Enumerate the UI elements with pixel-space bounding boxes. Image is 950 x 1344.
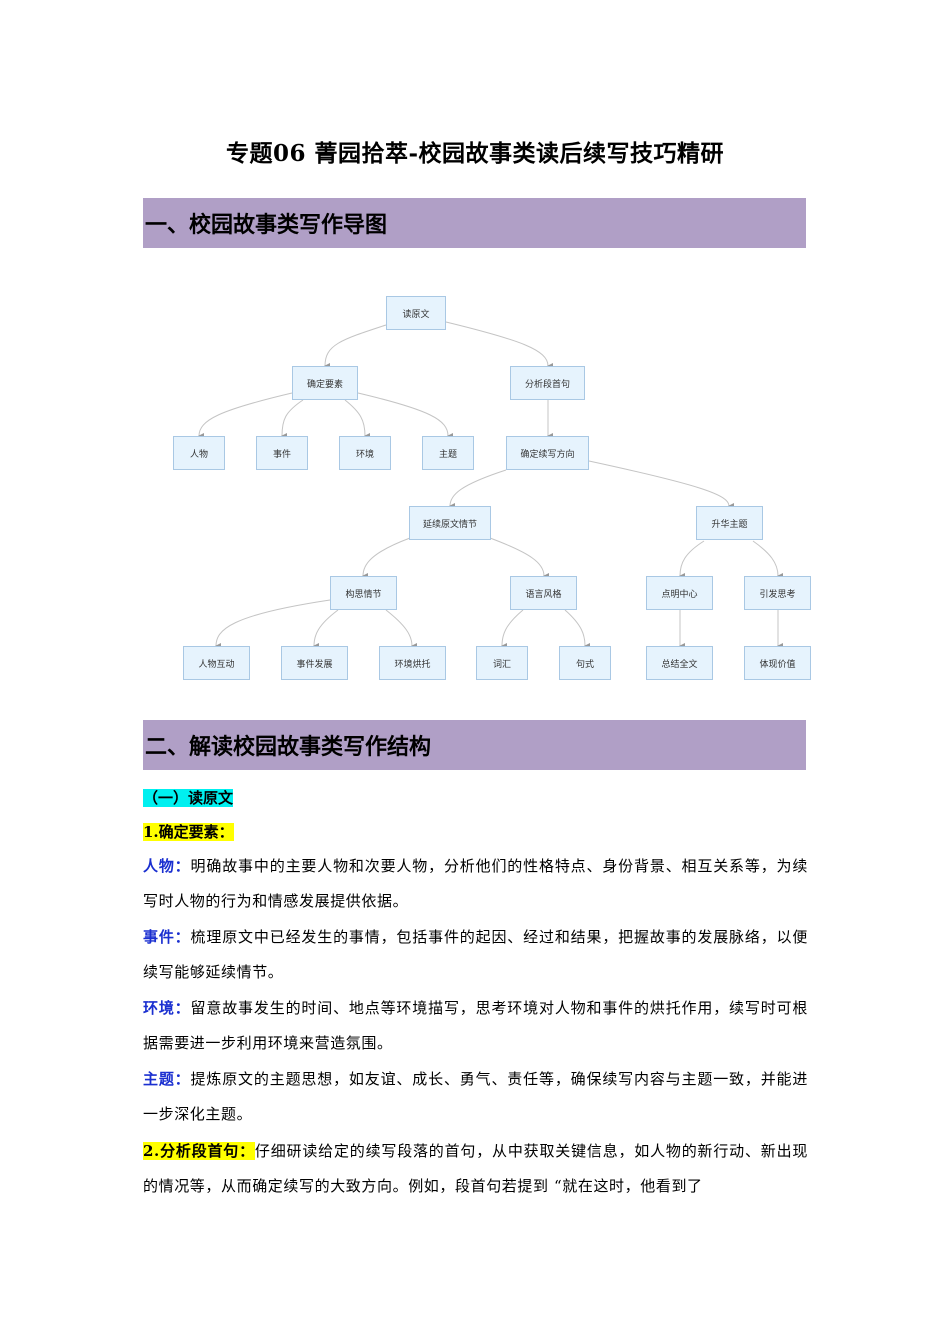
paragraph-environment: 环境：留意故事发生的时间、地点等环境描写，思考环境对人物和事件的烘托作用，续写时… [143,991,808,1061]
node-inspire-thought: 引发思考 [744,576,811,610]
paragraph-text: 仔细研读给定的续写段落的首句，从中获取关键信息，如人物的新行动、新出现的情况等，… [143,1142,808,1195]
node-point-center: 点明中心 [646,576,713,610]
paragraph-first-sentence: 2.分析段首句：仔细研读给定的续写段落的首句，从中获取关键信息，如人物的新行动、… [143,1134,808,1204]
node-environment: 环境 [339,436,391,470]
node-determine-elements: 确定要素 [292,366,358,400]
term-character: 人物： [143,857,191,875]
mindmap-edges [198,321,784,650]
document-title: 专题06 菁园拾萃-校园故事类读后续写技巧精研 [225,140,725,167]
node-event-development: 事件发展 [281,646,348,680]
node-character-interaction: 人物互动 [183,646,250,680]
paragraph-text: 提炼原文的主题思想，如友谊、成长、勇气、责任等，确保续写内容与主题一致，并能进一… [143,1070,809,1123]
node-read-original: 读原文 [386,296,446,330]
section-heading-structure: 二、解读校园故事类写作结构 [143,720,806,770]
node-reflect-value: 体现价值 [744,646,811,680]
point-heading-2: 2.分析段首句： [143,1142,255,1160]
paragraph-text: 梳理原文中已经发生的事情，包括事件的起因、经过和结果，把握故事的发展脉络，以便续… [143,928,809,981]
node-theme: 主题 [422,436,474,470]
term-environment: 环境： [143,999,191,1017]
node-event: 事件 [256,436,308,470]
paragraph-character: 人物：明确故事中的主要人物和次要人物，分析他们的性格特点、身份背景、相互关系等，… [143,849,808,919]
node-analyze-first-sentence: 分析段首句 [510,366,585,400]
section-heading-text: 一、校园故事类写作导图 [145,212,388,238]
node-sentence-pattern: 句式 [559,646,611,680]
paragraph-theme: 主题：提炼原文的主题思想，如友谊、成长、勇气、责任等，确保续写内容与主题一致，并… [143,1062,808,1132]
node-plot-design: 构思情节 [330,576,397,610]
node-determine-direction: 确定续写方向 [506,436,589,470]
paragraph-event: 事件：梳理原文中已经发生的事情，包括事件的起因、经过和结果，把握故事的发展脉络，… [143,920,808,990]
node-character: 人物 [173,436,225,470]
node-continue-plot: 延续原文情节 [409,506,491,540]
term-event: 事件： [143,928,191,946]
node-environment-setting: 环境烘托 [379,646,446,680]
paragraph-text: 明确故事中的主要人物和次要人物，分析他们的性格特点、身份背景、相互关系等，为续写… [143,857,809,910]
point-heading-1: 1.确定要素： [143,823,234,841]
section-heading-mindmap: 一、校园故事类写作导图 [143,198,806,248]
term-theme: 主题： [143,1070,191,1088]
paragraph-text: 留意故事发生的时间、地点等环境描写，思考环境对人物和事件的烘托作用，续写时可根据… [143,999,809,1052]
subsection-heading: （一）读原文 [143,789,234,807]
node-summarize: 总结全文 [646,646,713,680]
node-vocabulary: 词汇 [476,646,528,680]
node-elevate-theme: 升华主题 [696,506,763,540]
node-language-style: 语言风格 [510,576,577,610]
section-heading-text: 二、解读校园故事类写作结构 [145,734,432,760]
